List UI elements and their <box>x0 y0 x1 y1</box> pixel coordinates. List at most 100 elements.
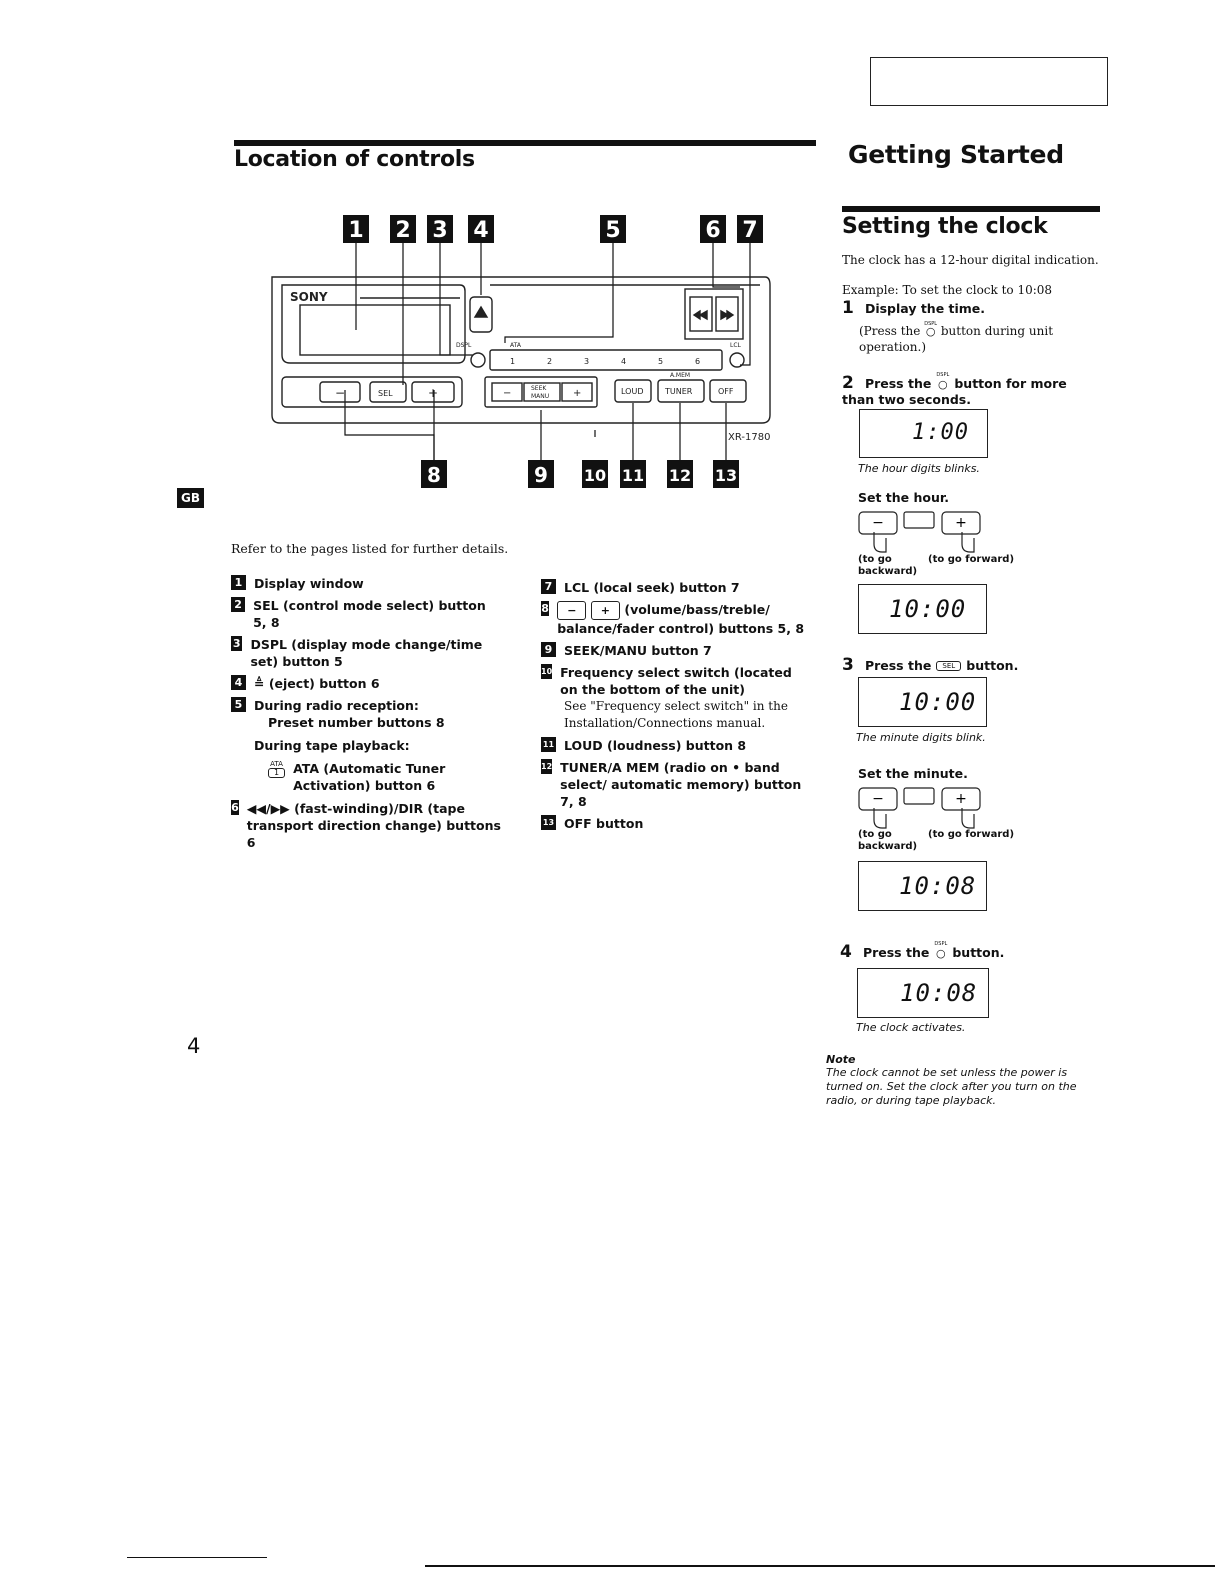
control-text: LOUD (loudness) button 8 <box>564 738 747 753</box>
callout-2-label: 2 <box>395 218 410 243</box>
step-1: 1 Display the time. <box>842 298 1092 318</box>
minute-fwd-label: (to go forward) <box>928 829 1015 840</box>
control-item: 3 DSPL (display mode change/time set) but… <box>231 636 501 670</box>
step-number: 4 <box>840 942 852 962</box>
note-text: The clock cannot be set unless the power… <box>826 1066 1077 1107</box>
control-item: 4 ≜ (eject) button 6 <box>231 675 501 692</box>
dspl-icon-label: DSPL <box>924 321 938 327</box>
lcd-display-4: 10:08 <box>858 861 987 911</box>
control-number: 9 <box>541 642 556 657</box>
step-text-b: button. <box>966 658 1019 673</box>
callout-6 <box>700 215 726 243</box>
lcd-digits: 10:08 <box>899 872 977 900</box>
minus-button-icon: − <box>557 601 587 620</box>
callout-1-label: 1 <box>348 218 363 243</box>
control-text-body: (volume/bass/treble/ balance/fader contr… <box>557 602 805 636</box>
callout-12 <box>667 460 693 488</box>
control-number: 1 <box>231 575 246 590</box>
callout-13-label: 13 <box>715 466 737 485</box>
control-text: DSPL (display mode change/time set) butt… <box>250 637 483 669</box>
label-off: OFF <box>718 387 734 396</box>
step-3: 3 Press the SEL button. <box>842 655 1018 675</box>
callout-4 <box>468 215 494 243</box>
control-number: 12 <box>541 759 553 774</box>
control-number: 4 <box>231 675 246 690</box>
ata-button-icon: 1 <box>268 768 286 778</box>
callout-5-label: 5 <box>605 218 620 243</box>
set-hour-label: Set the hour. <box>858 490 950 505</box>
control-text: LCL (local seek) button 7 <box>564 580 740 595</box>
callout-4-label: 4 <box>473 218 488 243</box>
callout-2 <box>390 215 416 243</box>
step-text: Display the time. <box>864 301 986 316</box>
callout-1 <box>343 215 369 243</box>
note-title: Note <box>826 1053 856 1066</box>
label-ata: ATA <box>510 342 522 349</box>
callout-11 <box>620 460 646 488</box>
step-4: 4 Press the DSPL○ button. <box>840 936 1004 962</box>
step-1-note-b: button during unit operation.) <box>859 324 1054 354</box>
preset-3: 3 <box>584 357 589 366</box>
control-text: Display window <box>254 576 364 591</box>
sel-button-icon: SEL <box>936 660 962 671</box>
dspl-icon: DSPL○ <box>924 321 938 338</box>
callout-9-label: 9 <box>534 463 548 487</box>
minus-glyph: − <box>872 515 884 531</box>
control-subtext: During tape playback: <box>254 738 410 753</box>
control-text: − + (volume/bass/treble/ balance/fader c… <box>557 601 811 637</box>
page-title-location: Location of controls <box>234 147 475 172</box>
clock-example: Example: To set the clock to 10:08 <box>842 283 1053 297</box>
callout-9 <box>528 460 554 488</box>
lcd-display-2: 10:00 <box>858 584 987 634</box>
lcd-digits: 10:00 <box>889 595 967 623</box>
control-subtext: Preset number buttons 8 <box>268 715 445 730</box>
control-item: 1 Display window <box>231 575 501 592</box>
caption-minute-blink: The minute digits blink. <box>856 731 986 744</box>
control-number: 3 <box>231 636 243 651</box>
model-number: XR-1780 <box>728 432 770 443</box>
lcd-display-3: 10:00 <box>858 677 987 727</box>
step-1-note: (Press the DSPL○ button during unit oper… <box>859 318 1089 355</box>
callout-13 <box>713 460 739 488</box>
step-number: 2 <box>842 373 854 393</box>
control-text: OFF button <box>564 816 644 831</box>
step-text-a: Press the <box>862 945 930 960</box>
callout-10 <box>582 460 608 488</box>
label-minus: − <box>335 386 345 400</box>
label-sel: SEL <box>378 389 393 398</box>
step-text-a: Press the <box>864 376 932 391</box>
control-number: 5 <box>231 697 246 712</box>
lcd-digits: 10:08 <box>900 979 978 1007</box>
control-text: SEL (control mode select) button 5, 8 <box>253 598 486 630</box>
plus-button-icon: + <box>590 601 620 620</box>
language-tab: GB <box>177 488 204 508</box>
label-manu: MANU <box>531 393 549 400</box>
plus-glyph: + <box>955 791 967 807</box>
minute-buttons-illustration: − + <box>858 787 981 829</box>
clock-intro: The clock has a 12-hour digital indicati… <box>842 253 1099 267</box>
step-number: 3 <box>842 655 854 675</box>
lcd-digits: 10:00 <box>899 688 977 716</box>
title-rule-left <box>234 140 816 146</box>
callout-5 <box>600 215 626 243</box>
preset-1: 1 <box>510 357 515 366</box>
callout-10-label: 10 <box>584 466 606 485</box>
control-text: ≜ (eject) button 6 <box>254 676 380 691</box>
control-item: 8 − + (volume/bass/treble/ balance/fader… <box>541 601 811 637</box>
label-plus2: + <box>573 388 581 399</box>
step-text-b: button for more than two seconds. <box>842 376 1067 407</box>
plus-glyph: + <box>955 515 967 531</box>
control-subtext: ATA (Automatic Tuner Activation) button … <box>293 761 446 793</box>
control-number: 10 <box>541 664 553 679</box>
step-text-a: Press the <box>864 658 932 673</box>
minus-glyph: − <box>872 791 884 807</box>
ata-icon-label: ATA <box>270 760 283 768</box>
callout-3 <box>427 215 453 243</box>
